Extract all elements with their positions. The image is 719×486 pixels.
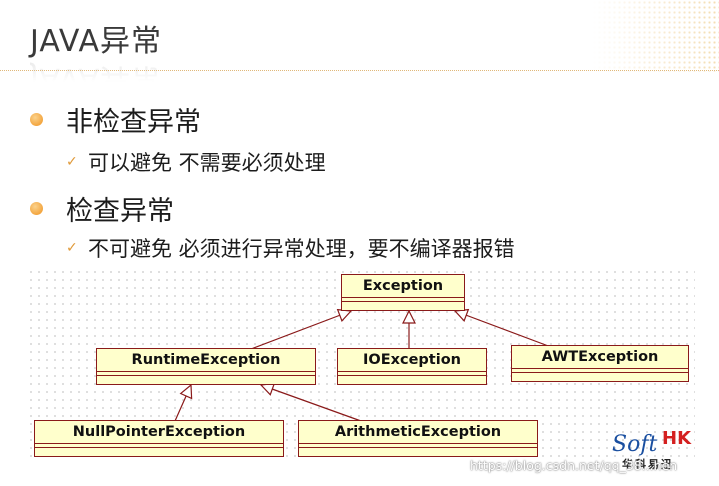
- class-box-nullpointer-exception: NullPointerException: [34, 420, 284, 457]
- class-name: ArithmeticException: [299, 421, 537, 444]
- class-name: AWTException: [512, 346, 688, 369]
- logo-cn-text: 华科易迅: [622, 458, 674, 471]
- arrow-arithmetic-to-runtime: [261, 385, 362, 422]
- checkmark-icon: ✓: [66, 240, 78, 256]
- softhk-logo: Soft HK 华科易迅: [612, 428, 704, 471]
- corner-dot-pattern: [592, 0, 719, 72]
- class-compartment: [35, 444, 283, 448]
- arrow-runtime-to-exception: [250, 311, 351, 350]
- bullet-text: 检查异常: [66, 196, 174, 227]
- class-hierarchy-diagram: Exception RuntimeException IOException A…: [27, 268, 695, 460]
- bullet-item-2: 检查异常: [30, 189, 174, 228]
- csdn-watermark: https://blog.csdn.net/qq_38...hen: [470, 458, 678, 473]
- class-box-io-exception: IOException: [337, 348, 487, 385]
- class-compartment: [512, 369, 688, 373]
- logo-hk-text: HK: [662, 428, 692, 449]
- logo-soft-text: Soft: [612, 432, 658, 457]
- class-compartment: [97, 372, 315, 376]
- bullet-dot-icon: [30, 202, 43, 215]
- slide-title: JAVA异常: [30, 24, 163, 59]
- class-name: NullPointerException: [35, 421, 283, 444]
- slide-title-reflection: JAVA异常: [30, 61, 163, 96]
- class-name: Exception: [342, 275, 464, 298]
- sub-bullet-item-1: ✓ 可以避免 不需要必须处理: [66, 147, 326, 177]
- sub-bullet-text: 不可避免 必须进行异常处理，要不编译器报错: [88, 237, 515, 261]
- bullet-dot-icon: [30, 113, 43, 126]
- class-box-arithmetic-exception: ArithmeticException: [298, 420, 538, 457]
- class-compartment: [299, 444, 537, 448]
- bullet-item-1: 非检查异常: [30, 100, 201, 139]
- sub-bullet-text: 可以避免 不需要必须处理: [88, 151, 326, 175]
- checkmark-icon: ✓: [66, 154, 78, 170]
- title-divider: [0, 70, 719, 71]
- class-box-awt-exception: AWTException: [511, 345, 689, 382]
- arrow-awt-to-exception: [455, 311, 552, 348]
- class-box-exception: Exception: [341, 274, 465, 311]
- sub-bullet-item-2: ✓ 不可避免 必须进行异常处理，要不编译器报错: [66, 233, 515, 263]
- class-compartment: [338, 372, 486, 376]
- class-name: RuntimeException: [97, 349, 315, 372]
- class-compartment: [342, 298, 464, 302]
- arrow-nullpointer-to-runtime: [174, 385, 191, 422]
- class-box-runtime-exception: RuntimeException: [96, 348, 316, 385]
- bullet-text: 非检查异常: [66, 107, 201, 138]
- inheritance-arrows: [174, 268, 552, 422]
- class-name: IOException: [338, 349, 486, 372]
